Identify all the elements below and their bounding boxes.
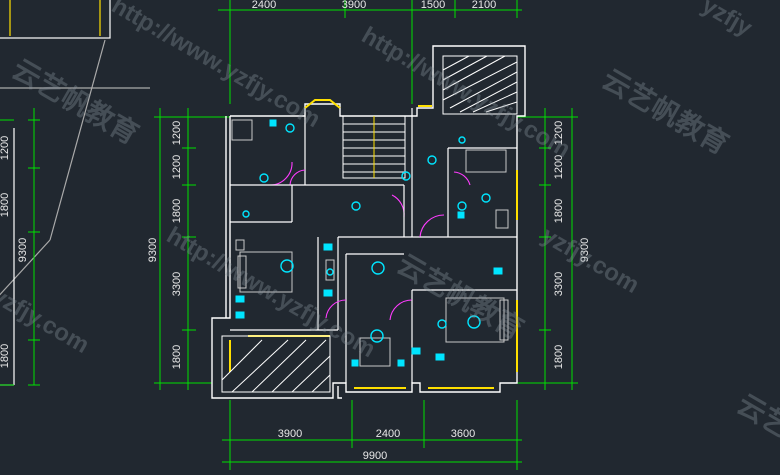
left-dimension-chain xyxy=(154,108,230,390)
partial-neighbor-drawing xyxy=(0,0,150,386)
watermark-brand: 云艺帆教育 xyxy=(597,62,734,160)
right-dim-label: 1800 xyxy=(553,199,565,223)
bottom-dim-label: 3600 xyxy=(451,428,475,440)
bottom-dim-label: 3900 xyxy=(278,428,302,440)
bottom-dimension-chain xyxy=(222,400,522,470)
door-leaves xyxy=(270,184,444,320)
watermark-url-fragment: yzfjy xyxy=(697,0,757,42)
right-total-label: 9300 xyxy=(579,238,591,262)
right-dim-label: 1200 xyxy=(553,121,565,145)
light-fixtures xyxy=(242,123,491,343)
stair-lower-left xyxy=(221,335,331,393)
top-dim-label: 2400 xyxy=(252,0,276,11)
partial-dim-label: 1800 xyxy=(0,344,11,368)
switches-outlets xyxy=(235,119,503,367)
partial-dim-label: 9300 xyxy=(17,238,29,262)
stair-upper-right xyxy=(442,55,518,115)
bottom-dim-label: 2400 xyxy=(376,428,400,440)
partial-dim-label: 1800 xyxy=(0,193,11,217)
watermark-url: http://www.yzfjy.com xyxy=(107,0,325,133)
partial-left-dimension-chain xyxy=(0,108,40,386)
left-dim-label: 1800 xyxy=(171,345,183,369)
right-dim-label: 1800 xyxy=(553,345,565,369)
bottom-total-label: 9900 xyxy=(363,450,387,462)
right-dim-label: 3300 xyxy=(553,272,565,296)
interior-walls xyxy=(230,108,517,383)
left-dim-label: 1800 xyxy=(171,199,183,223)
top-dim-label: 1500 xyxy=(421,0,445,11)
watermark-url: http://www.yzfjy.com xyxy=(162,222,380,363)
top-dim-label: 3900 xyxy=(342,0,366,11)
furniture xyxy=(231,119,509,367)
top-dim-label: 2100 xyxy=(472,0,496,11)
windows xyxy=(229,99,518,389)
watermark-url: http://www.yzfjy.com xyxy=(357,22,575,163)
top-dimension-chain xyxy=(218,0,522,104)
watermark-brand-fragment: 云艺帆教育 xyxy=(732,387,780,475)
watermark-brand: 云艺帆教育 xyxy=(7,52,144,150)
partial-dim-label: 1200 xyxy=(0,136,11,160)
left-total-label: 9300 xyxy=(147,238,159,262)
stair-main xyxy=(342,115,406,179)
left-dim-label: 1200 xyxy=(171,121,183,145)
left-dim-label: 3300 xyxy=(171,272,183,296)
right-dim-label: 1200 xyxy=(553,155,565,179)
left-dim-label: 1200 xyxy=(171,155,183,179)
